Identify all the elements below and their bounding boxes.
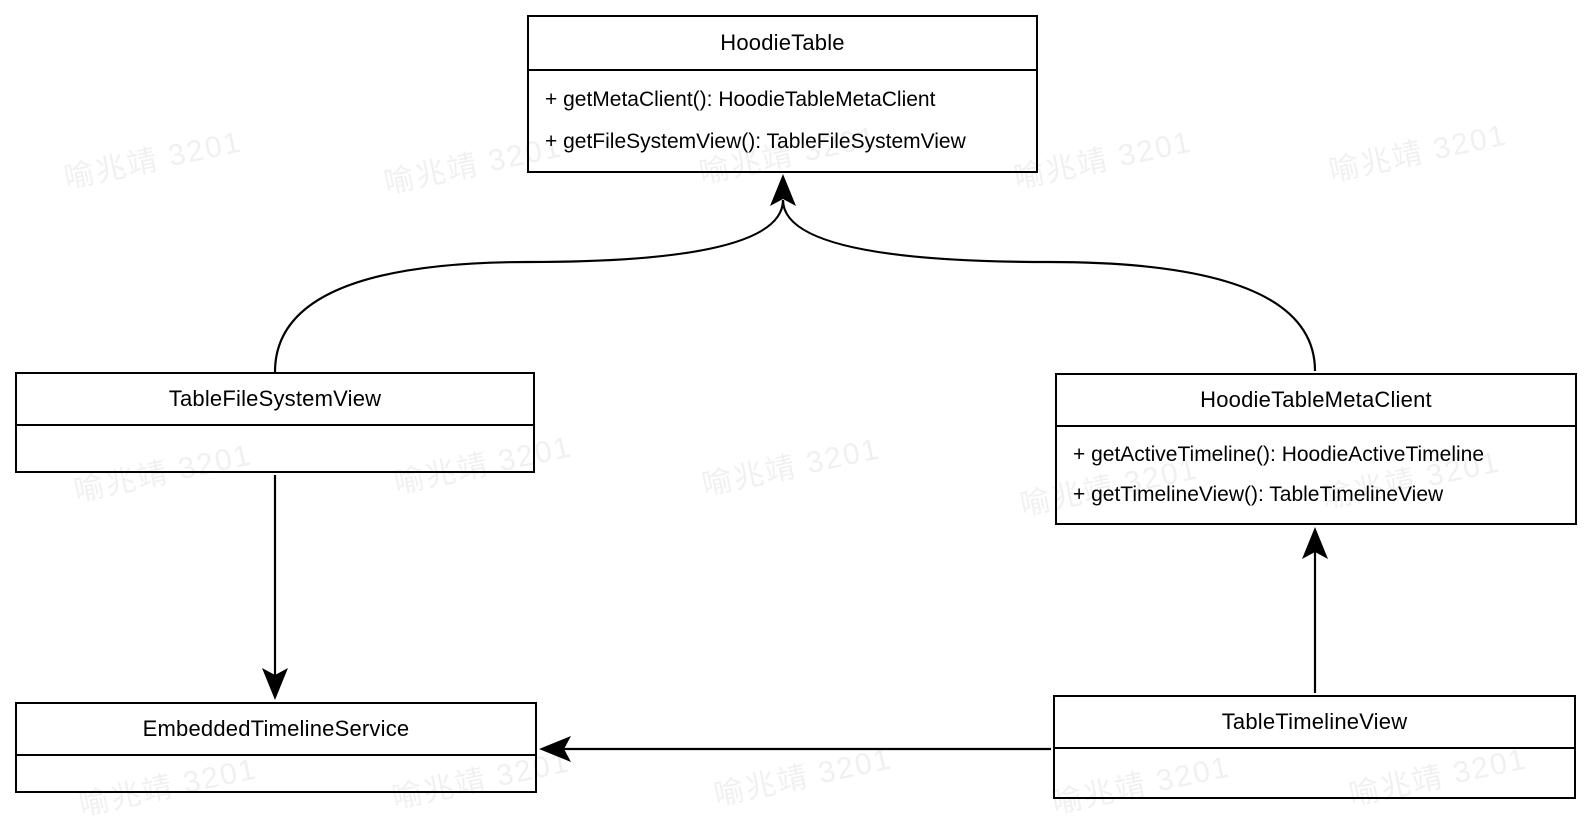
class-name-label: HoodieTable	[529, 17, 1036, 71]
arrowhead-to-embeddedtimelineservice-top-icon	[262, 668, 288, 700]
class-name-label: EmbeddedTimelineService	[17, 704, 535, 756]
watermark-text: 喻兆靖 3201	[1326, 118, 1511, 189]
class-box-embedded-timeline-service: EmbeddedTimelineService	[15, 702, 537, 793]
class-box-hoodie-table-meta-client: HoodieTableMetaClient + getActiveTimelin…	[1055, 373, 1577, 525]
watermark-text: 喻兆靖 3201	[711, 742, 896, 813]
class-box-hoodie-table: HoodieTable + getMetaClient(): HoodieTab…	[527, 15, 1038, 173]
arrowhead-to-hoodietable-icon	[770, 174, 796, 206]
class-method-label: + getMetaClient(): HoodieTableMetaClient	[545, 88, 936, 112]
class-box-table-file-system-view: TableFileSystemView	[15, 372, 535, 473]
class-method-label: + getTimelineView(): TableTimelineView	[1073, 483, 1444, 506]
class-methods-section: + getMetaClient(): HoodieTableMetaClient…	[529, 71, 1036, 171]
class-method-label: + getActiveTimeline(): HoodieActiveTimel…	[1073, 443, 1485, 466]
class-method-label: + getFileSystemView(): TableFileSystemVi…	[545, 129, 966, 153]
watermark-text: 喻兆靖 3201	[699, 432, 884, 503]
class-methods-section: + getActiveTimeline(): HoodieActiveTimel…	[1057, 427, 1575, 523]
relation-hoodietablemetaclient-to-hoodietable-line	[781, 199, 1317, 372]
class-box-table-timeline-view: TableTimelineView	[1053, 695, 1576, 799]
class-methods-section	[17, 426, 533, 471]
watermark-text: 喻兆靖 3201	[61, 125, 246, 196]
class-name-label: HoodieTableMetaClient	[1057, 375, 1575, 427]
arrowhead-to-embeddedtimelineservice-right-icon	[539, 736, 571, 762]
class-methods-section	[17, 756, 535, 791]
relation-tablefilesystemview-to-hoodietable-line	[273, 199, 785, 373]
class-name-label: TableTimelineView	[1055, 697, 1574, 749]
class-name-label: TableFileSystemView	[17, 374, 533, 426]
arrowhead-to-hoodietablemetaclient-icon	[1302, 527, 1328, 559]
class-methods-section	[1055, 749, 1574, 797]
